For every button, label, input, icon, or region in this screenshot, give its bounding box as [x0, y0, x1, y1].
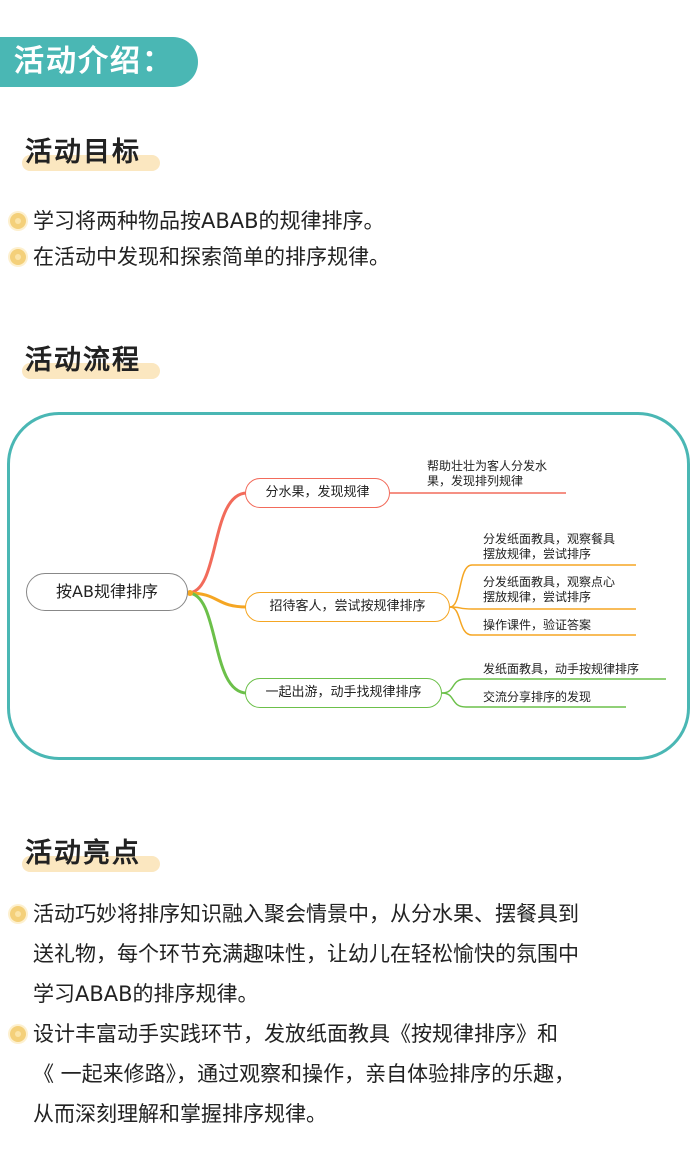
leaf-line: 分发纸面教具，观察餐具 — [483, 532, 616, 546]
flow-title-text: 活动流程 — [25, 345, 141, 376]
mindmap-root-label: 按AB规律排序 — [56, 582, 158, 601]
mindmap-branch-label: 分水果，发现规律 — [265, 485, 370, 500]
goal-item: 在活动中发现和探索简单的排序规律。 — [10, 239, 694, 275]
mindmap-branch: 招待客人，尝试按规律排序 — [245, 592, 450, 622]
connector-branch-2 — [187, 591, 248, 609]
connector-leaf-3b — [441, 692, 626, 708]
highlight-line: 设计丰富动手实践环节，发放纸面教具《按规律排序》和 — [33, 1022, 558, 1046]
connector-leaf-2b — [449, 606, 636, 610]
mindmap-connectors — [187, 491, 666, 708]
intro-banner: 活动介绍： — [0, 37, 198, 87]
goal-item-text: 在活动中发现和探索简单的排序规律。 — [33, 245, 390, 269]
leaf-line: 分发纸面教具，观察点心 — [483, 575, 616, 589]
goals-section-title: 活动目标 — [22, 133, 160, 173]
highlights-title-text: 活动亮点 — [25, 838, 141, 869]
title-highlight — [22, 155, 160, 171]
bullet-dot-icon — [10, 213, 26, 229]
bullet-dot-icon — [10, 906, 26, 922]
mindmap-branch: 一起出游，动手找规律排序 — [245, 678, 442, 708]
leaf-line: 发纸面教具，动手按规律排序 — [483, 662, 640, 676]
mindmap-leaf: 交流分享排序的发现 — [483, 690, 591, 705]
connector-leaf-2a — [449, 564, 636, 608]
highlight-item: 活动巧妙将排序知识融入聚会情景中，从分水果、摆餐具到 送礼物，每个环节充满趣味性… — [10, 894, 694, 1014]
mindmap-leaf: 发纸面教具，动手按规律排序 — [483, 662, 639, 677]
connector-leaf-2c — [449, 606, 636, 636]
highlight-line: 活动巧妙将排序知识融入聚会情景中，从分水果、摆餐具到 — [33, 902, 579, 926]
mindmap-leaf: 帮助壮壮为客人分发水 果，发现排列规律 — [427, 459, 547, 489]
mindmap-leaf: 分发纸面教具，观察点心 摆放规律，尝试排序 — [483, 575, 615, 605]
leaf-line: 果，发现排列规律 — [427, 474, 524, 488]
bullet-dot-icon — [10, 1026, 26, 1042]
mindmap-leaf: 分发纸面教具，观察餐具 摆放规律，尝试排序 — [483, 532, 615, 562]
title-highlight — [22, 856, 160, 872]
leaf-line: 交流分享排序的发现 — [483, 690, 592, 704]
goal-item-text: 学习将两种物品按ABAB的规律排序。 — [33, 209, 385, 233]
highlight-line: 送礼物，每个环节充满趣味性，让幼儿在轻松愉快的氛围中 — [33, 942, 579, 966]
leaf-line: 操作课件，验证答案 — [483, 618, 592, 632]
mindmap-branch: 分水果，发现规律 — [245, 478, 390, 508]
highlight-item: 设计丰富动手实践环节，发放纸面教具《按规律排序》和 《 一起来修路》，通过观察和… — [10, 1014, 694, 1134]
intro-banner-title: 活动介绍： — [14, 44, 174, 79]
leaf-line: 摆放规律，尝试排序 — [483, 590, 592, 604]
mindmap-panel: 按AB规律排序 分水果，发现规律 招待客人，尝试按规律排序 一起出游，动手找规律… — [7, 412, 690, 760]
mindmap-branch-label: 一起出游，动手找规律排序 — [265, 685, 422, 700]
highlights-section-title: 活动亮点 — [22, 834, 160, 874]
bullet-dot-icon — [10, 249, 26, 265]
mindmap-branch-label: 招待客人，尝试按规律排序 — [269, 599, 426, 614]
highlight-line: 从而深刻理解和掌握排序规律。 — [33, 1102, 327, 1126]
highlight-line: 学习ABAB的排序规律。 — [33, 982, 259, 1006]
highlights-list: 活动巧妙将排序知识融入聚会情景中，从分水果、摆餐具到 送礼物，每个环节充满趣味性… — [10, 894, 694, 1134]
connector-branch-1 — [187, 491, 248, 595]
junction-dot-icon — [187, 590, 193, 596]
flow-section-title: 活动流程 — [22, 341, 160, 381]
goals-list: 学习将两种物品按ABAB的规律排序。 在活动中发现和探索简单的排序规律。 — [10, 203, 694, 275]
title-highlight — [22, 363, 160, 379]
goal-item: 学习将两种物品按ABAB的规律排序。 — [10, 203, 694, 239]
highlight-line: 《 一起来修路》，通过观察和操作，亲自体验排序的乐趣， — [33, 1062, 576, 1086]
leaf-line: 帮助壮壮为客人分发水 — [427, 459, 548, 473]
leaf-line: 摆放规律，尝试排序 — [483, 547, 592, 561]
mindmap-leaf: 操作课件，验证答案 — [483, 618, 591, 633]
connector-leaf-3a — [441, 678, 666, 694]
connector-branch-3 — [187, 591, 248, 695]
mindmap-root: 按AB规律排序 — [26, 573, 188, 611]
goals-title-text: 活动目标 — [25, 137, 141, 168]
